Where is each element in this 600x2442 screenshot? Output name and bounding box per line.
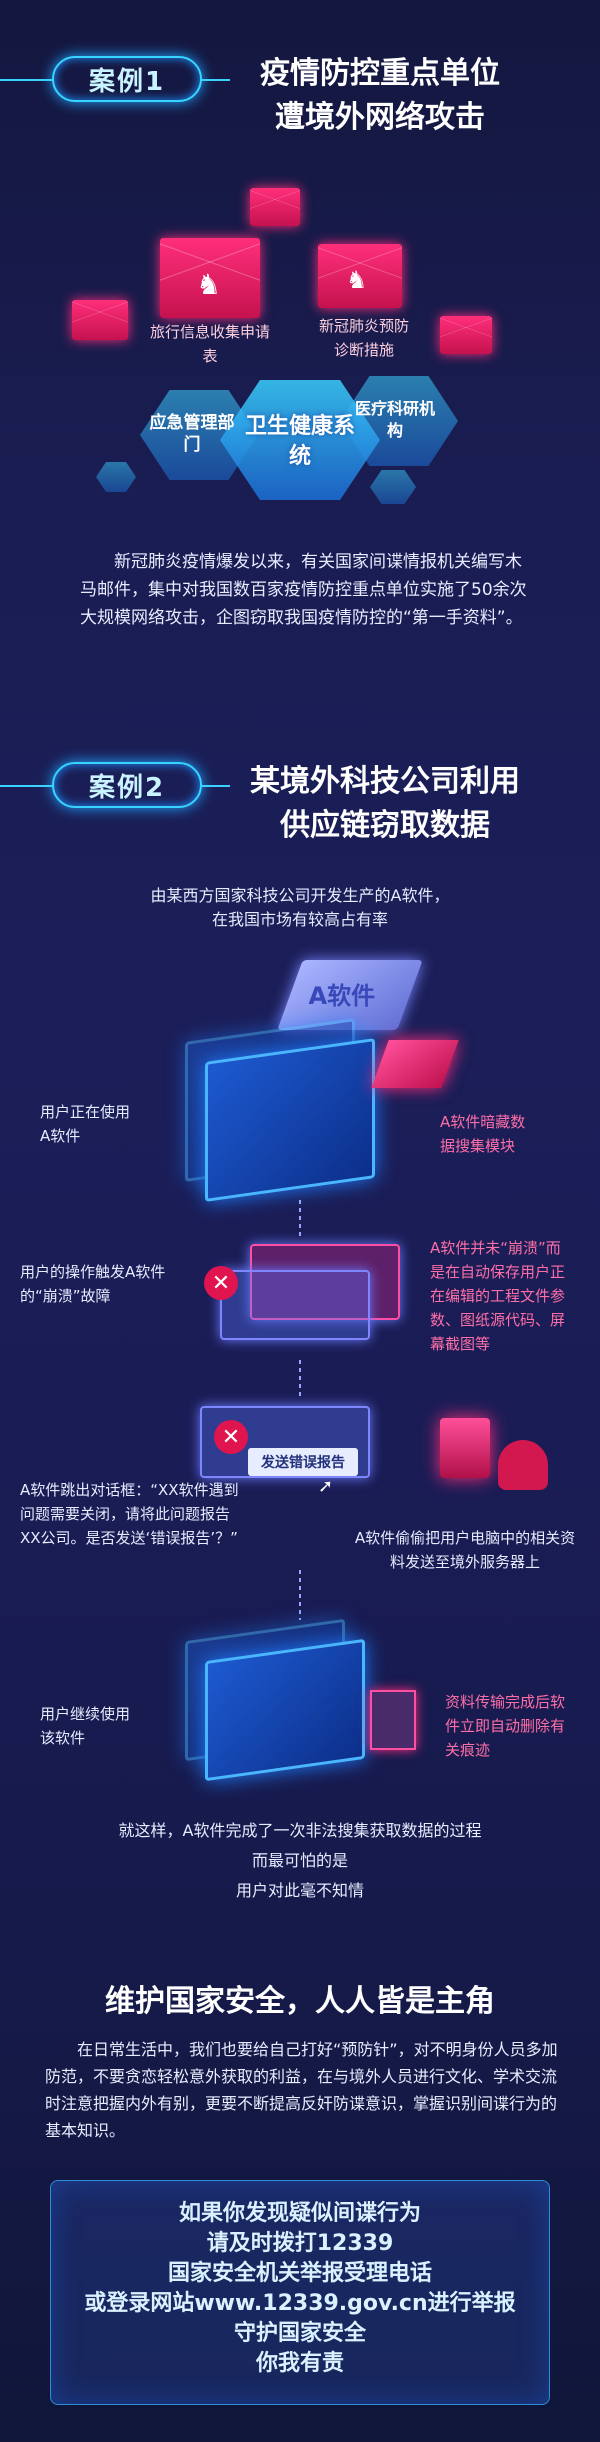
report-line: 请及时拨打12339 <box>206 2231 394 2256</box>
cursor-icon: ➚ <box>318 1476 334 1497</box>
report-info-box: 如果你发现疑似间谍行为 请及时拨打12339 国家安全机关举报受理电话 或登录网… <box>50 2180 550 2405</box>
report-line: 守护国家安全 <box>233 2321 366 2346</box>
crash-popup <box>220 1270 370 1340</box>
step3-left: A软件跳出对话框：“XX软件遇到问题需要关闭，请将此问题报告XX公司。是否发送‘… <box>20 1481 239 1547</box>
envelope-icon <box>440 316 492 354</box>
case1-title-line1: 疫情防控重点单位 <box>260 56 500 91</box>
hex-small <box>96 462 136 492</box>
hacker-icon <box>498 1440 548 1490</box>
case2-title: 某境外科技公司利用 供应链窃取数据 <box>205 760 565 848</box>
horse-icon: ♞ <box>196 268 222 301</box>
case2-title-line1: 某境外科技公司利用 <box>250 764 520 799</box>
footer-paragraph: 在日常生活中，我们也要给自己打好“预防针”，对不明身份人员多加防范，不要贪恋轻松… <box>45 2040 558 2140</box>
hex-left-label: 应急管理部门 <box>149 413 235 455</box>
pink-module <box>371 1040 459 1088</box>
trojan-mail-icon: ♞ <box>318 244 402 308</box>
case2-intro-line1: 由某西方国家科技公司开发生产的A软件， <box>150 886 450 905</box>
report-line: 你我有责 <box>255 2351 344 2376</box>
case1-badge: 案例1 <box>0 56 230 102</box>
step1-right: A软件暗藏数据搜集模块 <box>440 1113 526 1155</box>
case2-conclusion: 就这样，A软件完成了一次非法搜集获取数据的过程 而最可怕的是 用户对此毫不知情 <box>60 1816 540 1906</box>
conclusion-line2: 而最可怕的是 <box>251 1851 348 1870</box>
horse-icon: ♞ <box>346 266 368 294</box>
step4-left: 用户继续使用该软件 <box>40 1705 131 1747</box>
dotted-connector <box>299 1200 301 1240</box>
trojan-mail-icon: ♞ <box>160 238 260 318</box>
conclusion-line3: 用户对此毫不知情 <box>235 1881 364 1900</box>
shredded-file-icon <box>370 1690 416 1750</box>
step2-right: A软件并未“崩溃”而是在自动保存用户正在编辑的工程文件参数、图纸源代码、屏幕截图… <box>430 1239 566 1353</box>
footer-heading: 维护国家安全，人人皆是主角 <box>105 1984 495 2019</box>
close-icon: ✕ <box>204 1266 238 1300</box>
hex-right-label: 医疗科研机构 <box>354 399 435 440</box>
dotted-connector <box>299 1360 301 1400</box>
case2-badge: 案例2 <box>0 762 230 808</box>
conclusion-line1: 就这样，A软件完成了一次非法搜集获取数据的过程 <box>118 1821 482 1840</box>
case2-intro: 由某西方国家科技公司开发生产的A软件， 在我国市场有较高占有率 <box>100 884 500 932</box>
close-icon: ✕ <box>214 1420 248 1454</box>
report-line: 国家安全机关举报受理电话 <box>167 2261 432 2286</box>
report-line: 如果你发现疑似间谍行为 <box>178 2201 421 2226</box>
send-report-button[interactable]: 发送错误报告 <box>248 1448 358 1476</box>
hex-center-label: 卫生健康系统 <box>244 414 355 469</box>
hex-small <box>370 470 416 504</box>
monitor-screen <box>205 1038 375 1202</box>
step4-right: 资料传输完成后软件立即自动删除有关痕迹 <box>445 1693 566 1759</box>
mail2-label: 新冠肺炎预防诊断措施 <box>318 317 409 359</box>
dotted-connector <box>299 1570 301 1620</box>
server-icon <box>440 1418 490 1478</box>
envelope-icon <box>72 300 128 340</box>
monitor-screen <box>205 1638 365 1782</box>
cube-label: A软件 <box>308 982 376 1010</box>
mail1-label: 旅行信息收集申请表 <box>149 323 270 365</box>
report-link[interactable]: 或登录网站www.12339.gov.cn进行举报 <box>84 2291 516 2316</box>
envelope-icon <box>250 188 300 226</box>
case1-title-line2: 遭境外网络攻击 <box>275 100 485 135</box>
crash-popup <box>250 1244 400 1320</box>
case1-paragraph: 新冠肺炎疫情爆发以来，有关国家间谍情报机关编写木马邮件，集中对我国数百家疫情防控… <box>80 552 527 628</box>
step2-left: 用户的操作触发A软件的“崩溃”故障 <box>20 1263 166 1305</box>
step3-right: A软件偷偷把用户电脑中的相关资料发送至境外服务器上 <box>354 1529 576 1571</box>
case2-title-line2: 供应链窃取数据 <box>280 808 490 843</box>
case2-intro-line2: 在我国市场有较高占有率 <box>211 910 388 929</box>
step1-left: 用户正在使用A软件 <box>40 1103 131 1145</box>
case1-title: 疫情防控重点单位 遭境外网络攻击 <box>210 52 550 140</box>
